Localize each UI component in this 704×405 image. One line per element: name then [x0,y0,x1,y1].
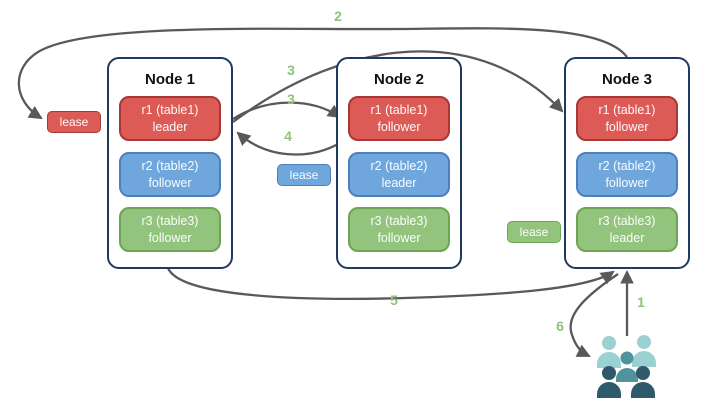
replica-name: r2 (table2) [141,159,199,173]
person-middle [616,351,638,382]
step-label-3b: 3 [287,91,295,107]
people-group-icon [597,335,656,398]
step-label-3a: 3 [287,62,295,78]
node-2-title: Node 2 [373,71,424,88]
arrow-step-2-node3-to-lease [17,27,628,120]
arrow-step-3-leader-to-node3 [232,50,564,123]
arrow-step-6-node3-to-clients [569,273,619,358]
replica-role: follower [605,119,649,134]
arrow-step-3-leader-to-node2 [232,101,342,120]
replica-role: follower [377,230,421,245]
replica-name: r1 (table1) [598,103,656,117]
step-label-6: 6 [556,318,564,334]
person-back-left [597,336,621,368]
step-label-4: 4 [284,128,292,144]
replica-role: leader [152,119,188,134]
replica-name: r1 (table1) [370,103,428,117]
node-2-replica-r3: r3 (table3) follower [348,207,450,252]
node-3-title: Node 3 [601,71,652,88]
person-back-right [632,335,656,367]
replica-name: r3 (table3) [370,214,428,228]
node-3-replica-r3: r3 (table3) leader [576,207,678,252]
replica-name: r3 (table3) [598,214,656,228]
node-1-replica-r1: r1 (table1) leader [119,96,221,141]
node-2-replica-r1: r1 (table1) follower [348,96,450,141]
replica-name: r2 (table2) [370,159,428,173]
lease-badge-r3: lease [507,221,561,243]
node-3-replica-r1: r1 (table1) follower [576,96,678,141]
replica-name: r1 (table1) [141,103,199,117]
person-front-left [597,366,621,398]
replica-role: leader [609,230,645,245]
step-label-2: 2 [334,8,342,24]
replica-name: r3 (table3) [141,214,199,228]
person-front-right [631,366,655,398]
node-2-replica-r2: r2 (table2) leader [348,152,450,197]
replica-role: follower [148,175,192,190]
replica-name: r2 (table2) [598,159,656,173]
lease-badge-r1: lease [47,111,101,133]
arrow-step-4-node2-to-leader [236,131,341,156]
replica-role: leader [381,175,417,190]
step-label-5: 5 [390,292,398,308]
replica-role: follower [148,230,192,245]
node-1: Node 1 r1 (table1) leader r2 (table2) fo… [107,57,233,269]
step-label-1: 1 [637,294,645,310]
arrow-step-5-node1-to-node3 [166,267,615,300]
replica-role: follower [377,119,421,134]
node-1-title: Node 1 [144,71,195,88]
replica-role: follower [605,175,649,190]
node-3: Node 3 r1 (table1) follower r2 (table2) … [564,57,690,269]
node-2: Node 2 r1 (table1) follower r2 (table2) … [336,57,462,269]
lease-badge-r2: lease [277,164,331,186]
node-3-replica-r2: r2 (table2) follower [576,152,678,197]
node-1-replica-r2: r2 (table2) follower [119,152,221,197]
node-1-replica-r3: r3 (table3) follower [119,207,221,252]
